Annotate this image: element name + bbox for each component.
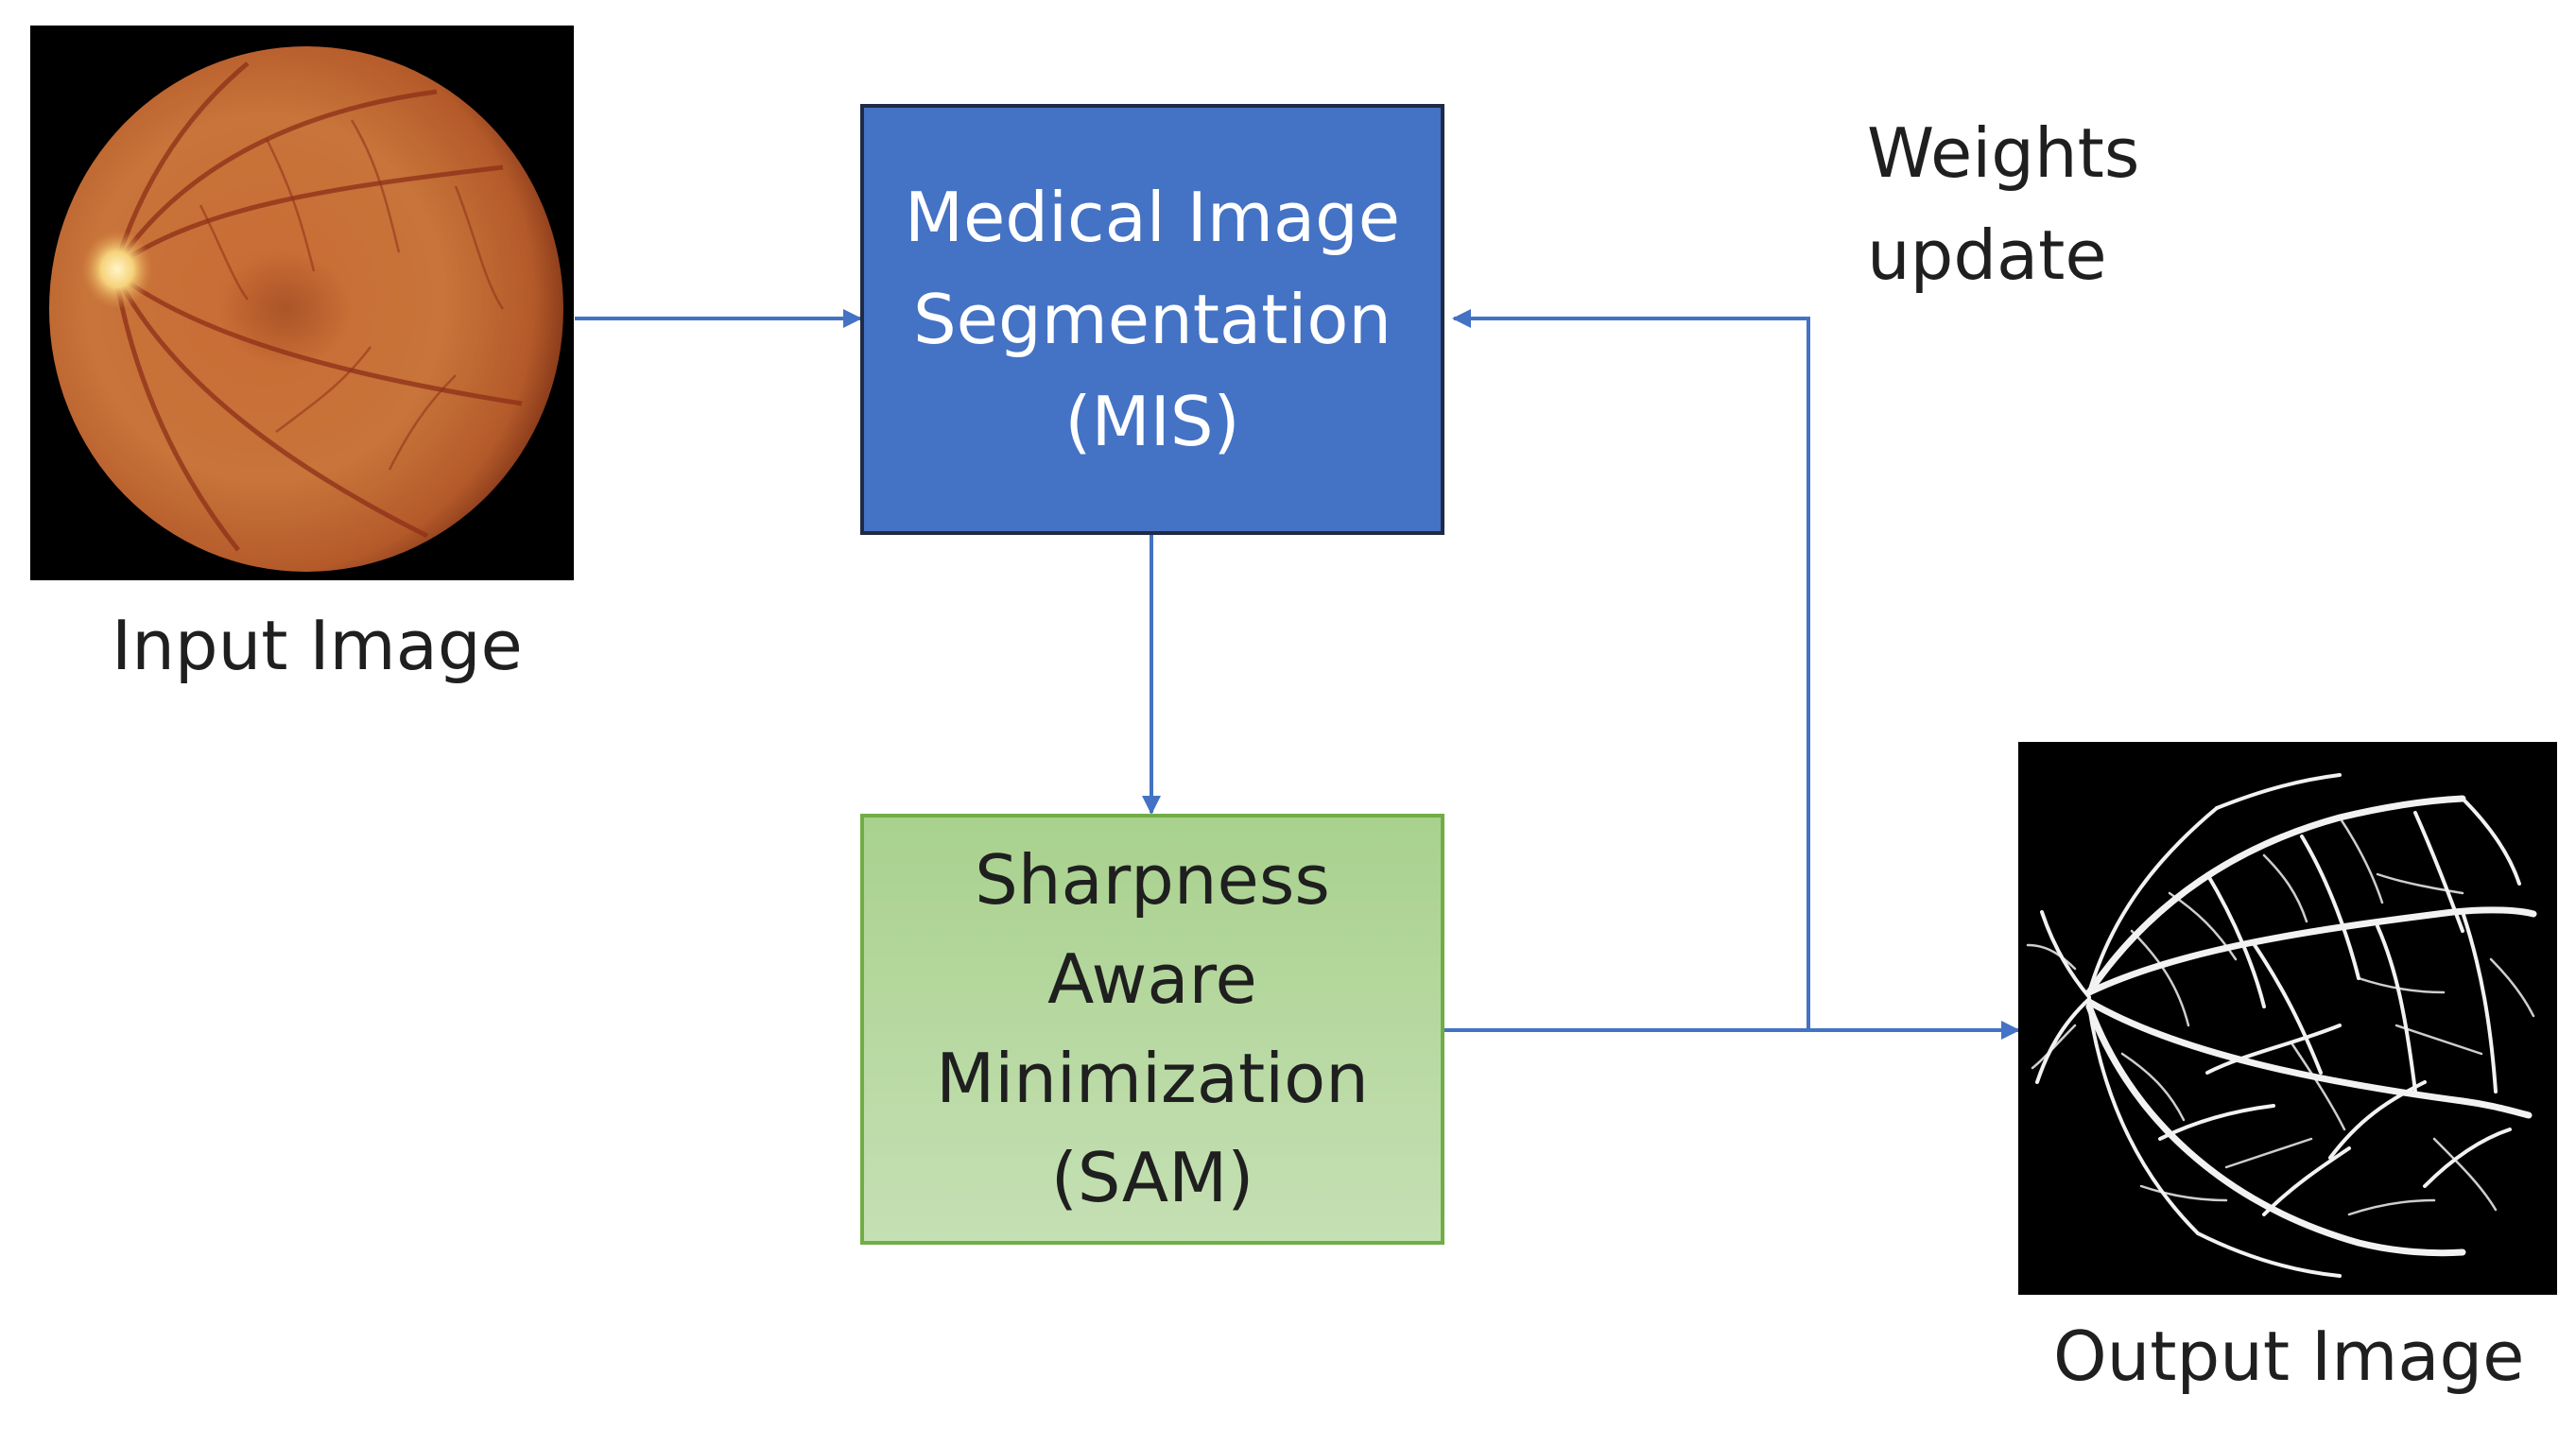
output-vessel-image	[2018, 742, 2557, 1295]
weights-update-line2: update	[1867, 215, 2107, 295]
weights-update-label: Weights update	[1867, 102, 2139, 306]
arrow-weights-update	[1452, 309, 1810, 1030]
mis-label-line1: Medical Image	[904, 178, 1401, 257]
sam-label-line2: Aware	[1047, 938, 1257, 1019]
sam-label-line4: (SAM)	[1050, 1138, 1254, 1218]
output-image-caption: Output Image	[2053, 1317, 2525, 1396]
weights-update-line1: Weights	[1867, 113, 2140, 193]
sam-label: Sharpness Aware Minimization (SAM)	[936, 831, 1369, 1228]
sam-label-line1: Sharpness	[975, 839, 1330, 920]
mis-box: Medical Image Segmentation (MIS)	[860, 104, 1444, 535]
mis-label-line3: (MIS)	[1064, 382, 1240, 461]
input-retina-image	[30, 26, 574, 580]
sam-box: Sharpness Aware Minimization (SAM)	[860, 814, 1444, 1245]
mis-label-line2: Segmentation	[912, 280, 1392, 359]
sam-label-line3: Minimization	[936, 1039, 1369, 1118]
input-image-caption: Input Image	[112, 606, 523, 685]
mis-label: Medical Image Segmentation (MIS)	[905, 166, 1400, 473]
